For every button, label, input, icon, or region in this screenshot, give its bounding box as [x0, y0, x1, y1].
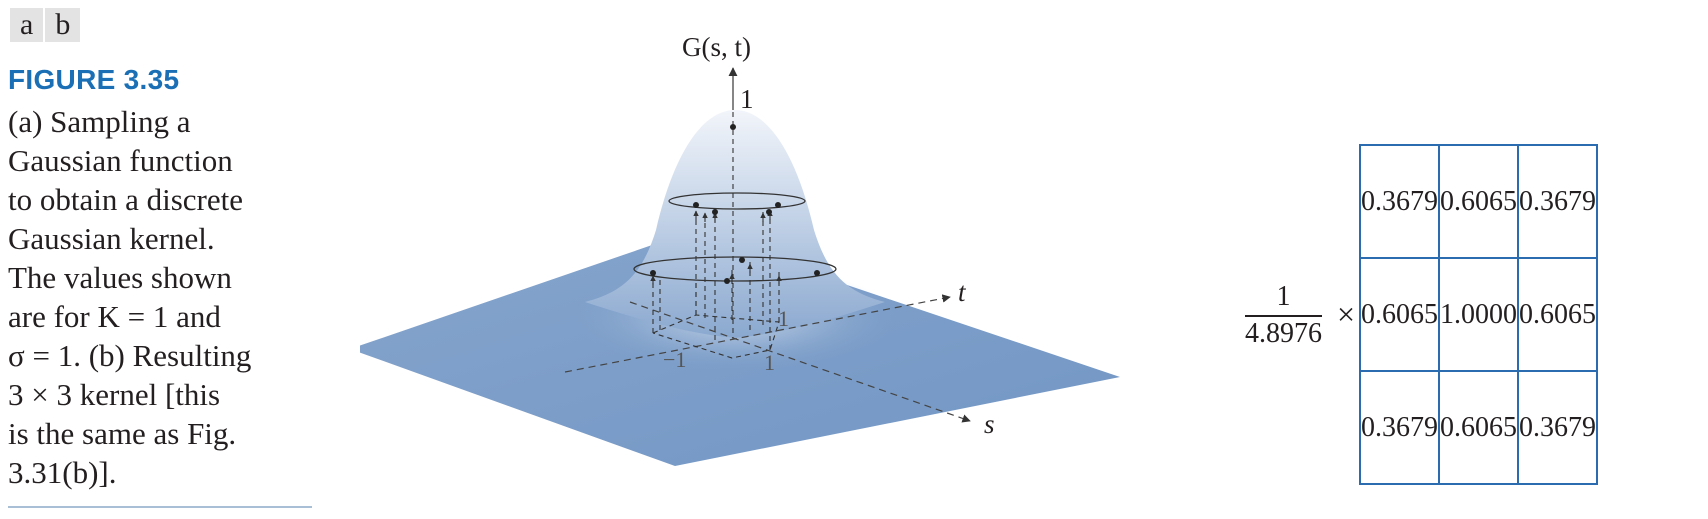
caption-line: σ = 1. (b) Resulting	[8, 338, 252, 373]
kernel-cell: 0.3679	[1359, 144, 1440, 259]
s-tick-label: 1	[764, 350, 775, 375]
fraction-numerator: 1	[1276, 281, 1291, 312]
peak-tick-label: 1	[740, 84, 754, 114]
scale-fraction: 1 4.8976	[1245, 282, 1322, 349]
s-axis-label: s	[984, 409, 995, 439]
kernel-cell: 0.3679	[1517, 370, 1598, 485]
fraction-bar	[1245, 315, 1322, 317]
caption-line: The values shown	[8, 260, 232, 295]
kernel-cell: 0.6065	[1438, 144, 1519, 259]
fraction-denominator: 4.8976	[1245, 318, 1322, 349]
kernel-table: 0.3679 0.6065 0.3679 0.6065 1.0000 0.606…	[1359, 144, 1598, 485]
kernel-row: 0.3679 0.6065 0.3679	[1359, 144, 1598, 259]
caption-line: is the same as Fig.	[8, 416, 237, 451]
kernel-cell: 0.3679	[1359, 370, 1440, 485]
kernel-row: 0.6065 1.0000 0.6065	[1359, 257, 1598, 372]
panel-label-a: a	[10, 8, 44, 42]
floor-sample-grid	[652, 207, 780, 359]
caption-line: are for K = 1 and	[8, 299, 221, 334]
gaussian-surface-figure: G(s, t) 1 t s 1 −1 1	[360, 0, 1260, 519]
kernel-cell: 0.6065	[1359, 257, 1440, 372]
sample-points	[650, 124, 820, 284]
kernel-cell: 0.6065	[1438, 370, 1519, 485]
vertical-axis-label: G(s, t)	[682, 32, 751, 62]
caption-line: 3 × 3 kernel [this	[8, 377, 221, 412]
figure-caption: (a) Sampling a Gaussian function to obta…	[8, 102, 318, 492]
negative-tick-label: −1	[663, 347, 686, 372]
caption-divider	[8, 506, 312, 508]
caption-line: Gaussian function	[8, 143, 233, 178]
panel-label-b: b	[45, 8, 81, 42]
kernel-cell: 0.6065	[1517, 257, 1598, 372]
kernel-scale-factor: 1 4.8976 ×	[1225, 144, 1355, 490]
caption-line: to obtain a discrete	[8, 182, 243, 217]
caption-line: Gaussian kernel.	[8, 221, 215, 256]
lower-sample-ring	[633, 256, 837, 282]
times-sign: ×	[1336, 296, 1355, 332]
t-tick-label: 1	[778, 306, 789, 331]
panel-labels: a b	[10, 8, 81, 42]
s-axis	[629, 301, 971, 423]
kernel-cell: 0.3679	[1517, 144, 1598, 259]
gaussian-bell	[585, 110, 885, 338]
kernel-row: 0.3679 0.6065 0.3679	[1359, 370, 1598, 485]
caption-line: 3.31(b)].	[8, 455, 117, 490]
t-axis	[564, 294, 951, 373]
kernel-cell: 1.0000	[1438, 257, 1519, 372]
figure-number: FIGURE 3.35	[8, 64, 180, 95]
gaussian-surface-plot: G(s, t) 1 t s 1 −1 1	[360, 32, 1120, 466]
upper-sample-ring	[668, 192, 806, 210]
caption-line: (a) Sampling a	[8, 104, 191, 139]
t-axis-label: t	[958, 277, 967, 307]
